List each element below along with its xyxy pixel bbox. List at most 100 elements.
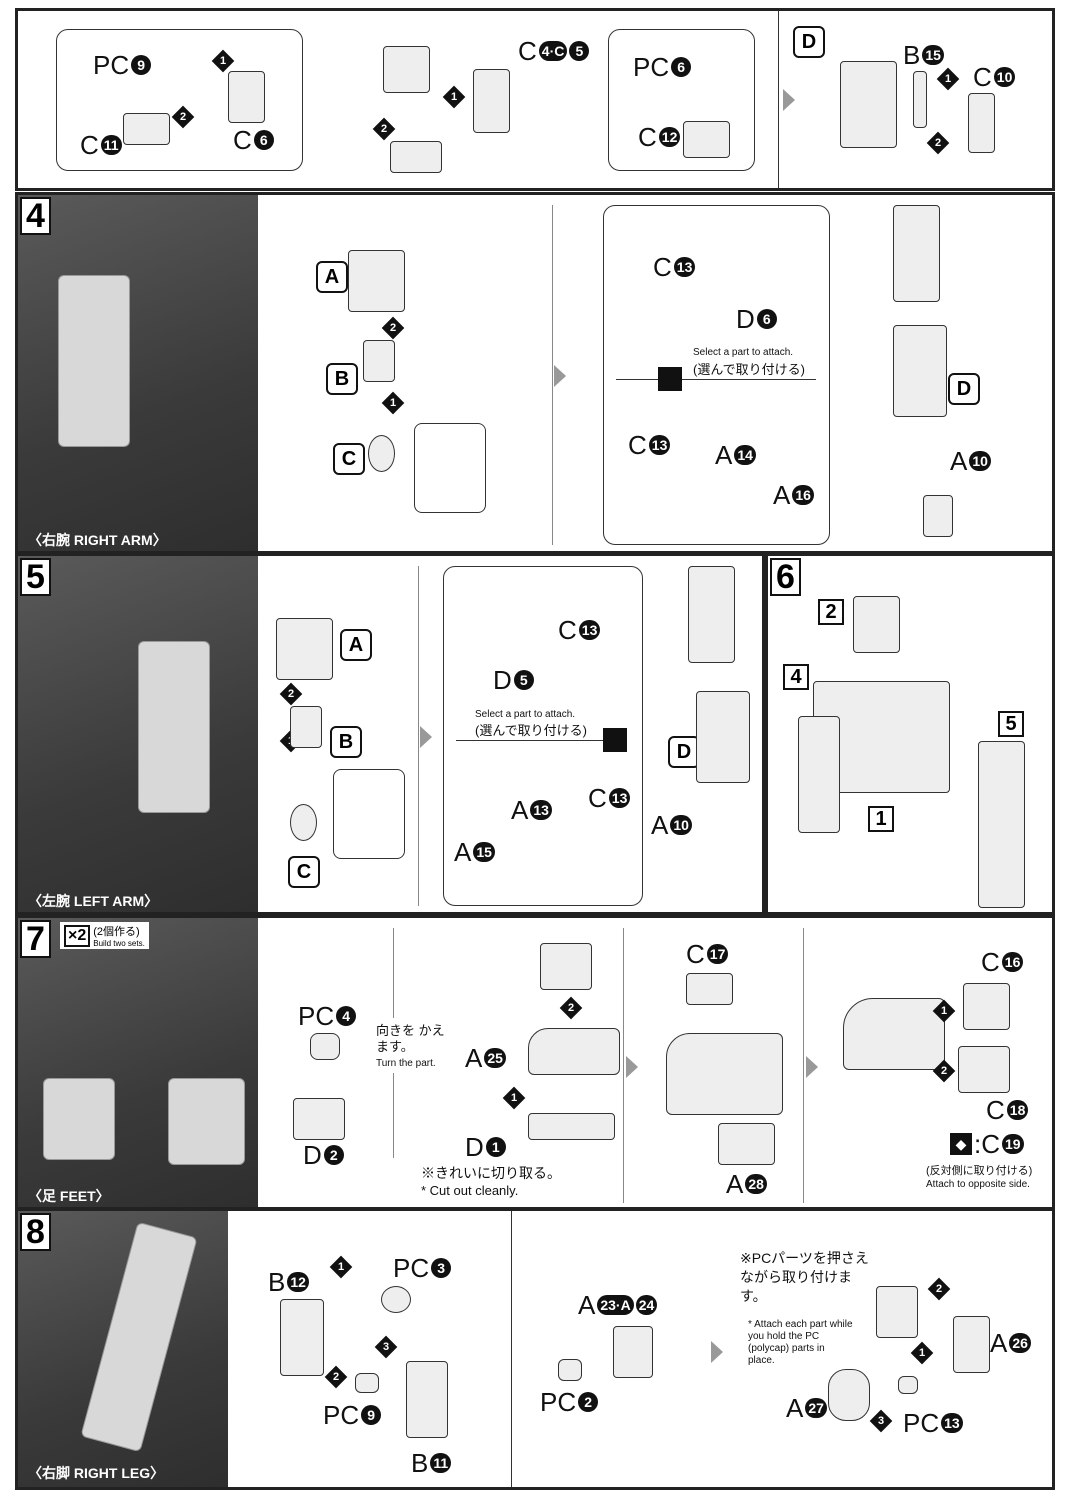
part-number: 12 xyxy=(658,127,681,147)
part-letter-d: D xyxy=(948,373,980,405)
label-text: PC xyxy=(540,1387,577,1417)
divider xyxy=(778,11,779,188)
label-text: 1 xyxy=(337,1261,345,1273)
part-drawing xyxy=(368,435,395,472)
part-number: 2 xyxy=(323,1145,344,1165)
part-number: 13 xyxy=(608,788,631,808)
divider xyxy=(393,1073,394,1158)
next-arrow xyxy=(420,726,432,748)
cut-note-en: * Cut out cleanly. xyxy=(421,1183,519,1198)
step-order-marker: 2 xyxy=(559,996,583,1020)
step-caption: 〈右脚 RIGHT LEG〉 xyxy=(28,1465,165,1481)
part-drawing xyxy=(123,113,170,145)
part-letter-c: C xyxy=(333,443,365,475)
part-number: 11 xyxy=(430,1453,452,1473)
torso-drawing xyxy=(813,681,950,793)
part-drawing xyxy=(528,1113,615,1140)
part-drawing xyxy=(666,1033,783,1115)
part-number: 5 xyxy=(513,670,534,690)
select-part-icon xyxy=(658,367,682,391)
part-letter: C xyxy=(638,122,657,152)
label-text: 2 xyxy=(567,1002,575,1014)
part-letter-b: B xyxy=(330,726,362,758)
step-number: 7 xyxy=(20,920,51,958)
next-arrow xyxy=(626,1056,638,1078)
step-order-marker: 3 xyxy=(869,1409,893,1433)
build-count-badge: ×2 (2個作る)Build two sets. xyxy=(60,922,149,949)
part-number: 23·A xyxy=(597,1295,634,1315)
part-number: 4 xyxy=(336,1006,357,1026)
part-letter: PC xyxy=(93,50,130,80)
part-number: 9 xyxy=(361,1405,382,1425)
part-number: 10 xyxy=(993,67,1016,87)
part-letter-b: B xyxy=(326,363,358,395)
arm-drawing xyxy=(978,741,1025,908)
label-text: :C xyxy=(974,1129,1000,1159)
label-text: D xyxy=(736,304,755,334)
part-number: 16 xyxy=(1001,952,1024,972)
detail-inset xyxy=(333,769,405,859)
label-text: A xyxy=(454,837,472,867)
part-letter: C xyxy=(973,62,992,92)
subassembly-ref: 1 xyxy=(868,806,894,832)
part-letter: B xyxy=(903,40,921,70)
label-text: 2 xyxy=(332,1371,340,1383)
part-number: 28 xyxy=(745,1174,767,1194)
part-drawing xyxy=(963,983,1010,1030)
part-number: 10 xyxy=(969,451,991,471)
part-number: 12 xyxy=(287,1272,309,1292)
label-text: C xyxy=(986,1095,1005,1125)
section-letter: D xyxy=(793,26,825,58)
reference-photo xyxy=(18,918,258,1207)
part-number: 6 xyxy=(756,309,777,329)
subassembly-ref: 2 xyxy=(818,599,844,625)
next-arrow xyxy=(783,89,795,111)
part-drawing xyxy=(355,1373,379,1393)
label-text: 1 xyxy=(940,1005,948,1017)
label-text: PC xyxy=(298,1001,335,1031)
part-number: 13 xyxy=(578,620,601,640)
label-text: A xyxy=(511,795,529,825)
divider xyxy=(511,1211,512,1487)
part-drawing xyxy=(540,943,592,990)
part-drawing xyxy=(276,618,333,680)
part-number: 25 xyxy=(484,1048,506,1068)
part-drawing xyxy=(473,69,510,133)
pc-note-jp: ※PCパーツを押さえながら取り付けます。 xyxy=(740,1250,869,1304)
panel-step-6: 6 2 4 5 1 xyxy=(765,553,1055,915)
label-text: PC xyxy=(393,1253,430,1283)
label-text: C xyxy=(588,783,607,813)
step-order-marker: 2 xyxy=(927,1277,951,1301)
select-note-jp: (選んで取り付ける) xyxy=(475,723,588,738)
step-order-marker: 1 xyxy=(910,1341,934,1365)
decoration xyxy=(80,1221,198,1453)
part-number: 9 xyxy=(131,55,152,75)
part-drawing xyxy=(696,691,750,783)
part-drawing xyxy=(686,973,733,1005)
part-number: 6 xyxy=(253,130,274,150)
part-number: 18 xyxy=(1006,1100,1029,1120)
part-number: 11 xyxy=(100,135,122,155)
part-number: 4·C xyxy=(538,41,568,61)
part-number: 26 xyxy=(1009,1333,1031,1353)
label-text: A xyxy=(578,1290,596,1320)
opposite-note-en: Attach to opposite side. xyxy=(926,1179,1030,1190)
reference-photo xyxy=(18,1211,228,1487)
